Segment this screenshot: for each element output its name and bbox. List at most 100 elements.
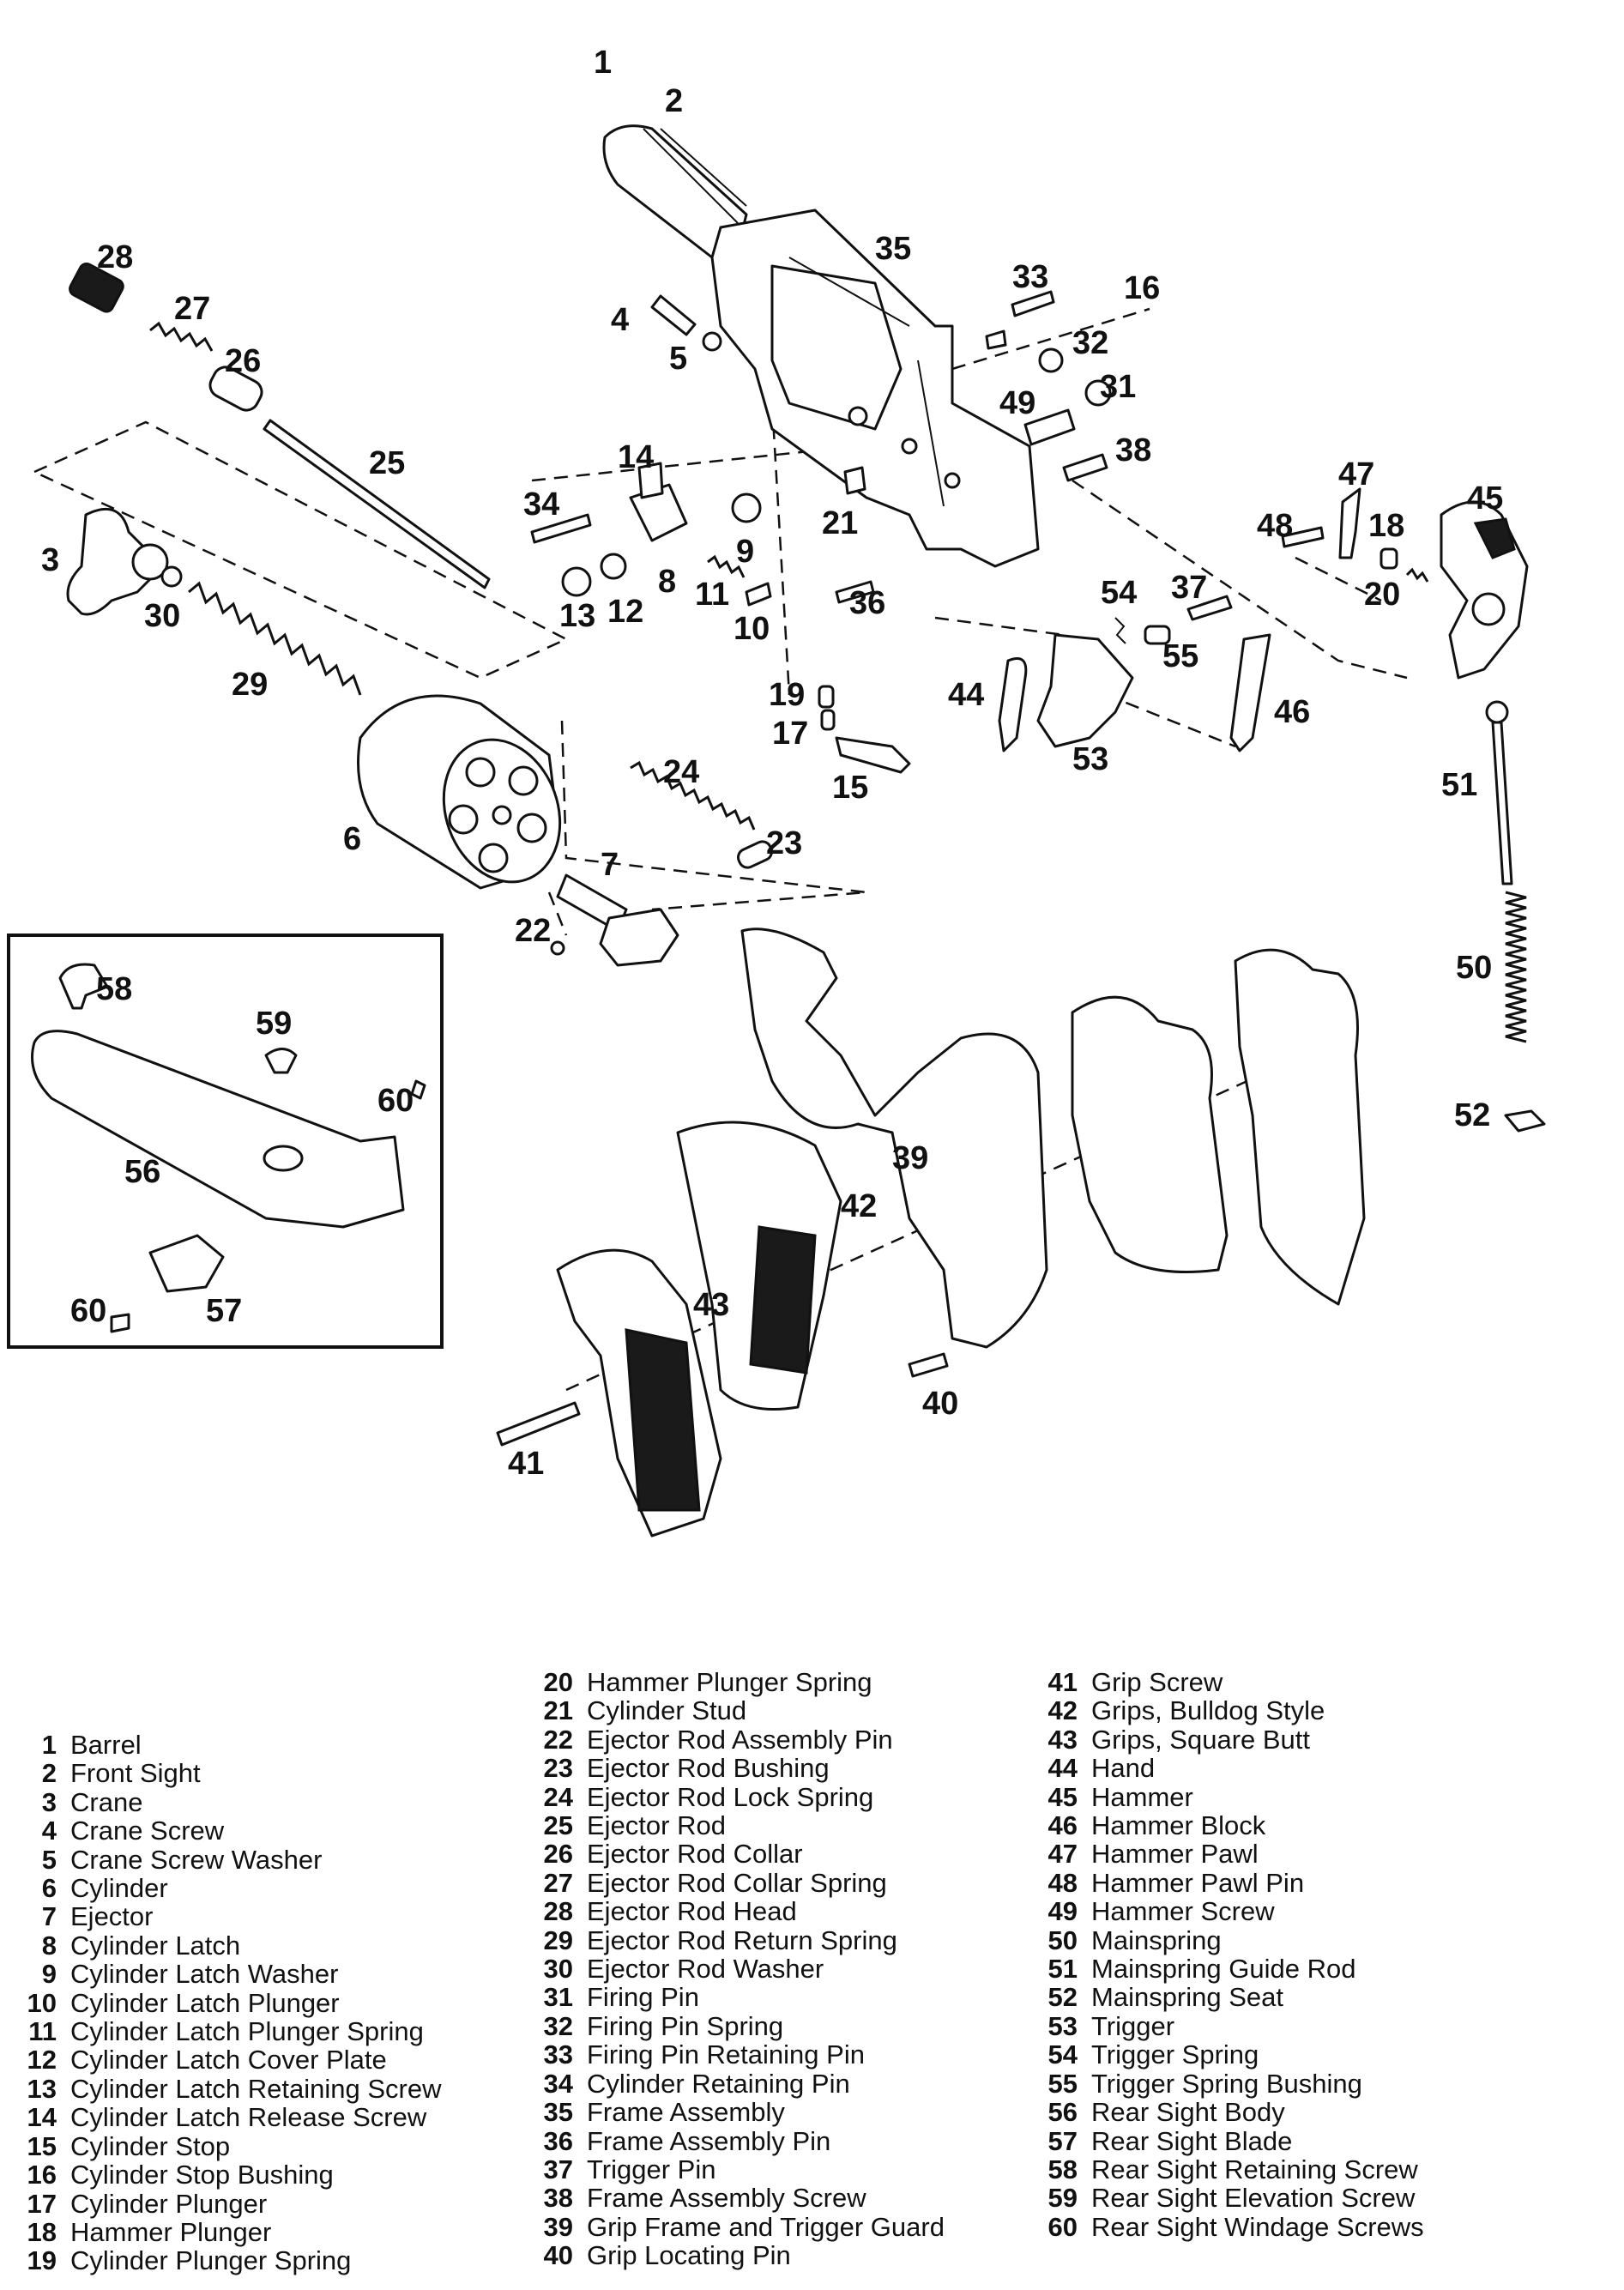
part-number: 58: [1047, 2154, 1078, 2184]
legend-row: 45 Hammer: [1036, 1781, 1424, 1812]
legend-row: 2 Front Sight: [15, 1758, 442, 1789]
part-name: Ejector: [70, 1901, 154, 1932]
callout: 51: [1441, 767, 1477, 803]
part-name: Trigger Spring: [1091, 2039, 1259, 2070]
part-number: 29: [543, 1924, 573, 1955]
callout: 17: [772, 716, 808, 752]
part-name: Cylinder Plunger Spring: [70, 2245, 352, 2276]
part-number: 7: [41, 1901, 57, 1932]
callout: 16: [1124, 270, 1160, 306]
ejector-rod-group: [69, 262, 491, 589]
callout: 20: [1364, 577, 1400, 613]
callout: 49: [999, 385, 1035, 421]
part-number: 51: [1047, 1954, 1078, 1985]
legend-row: 7 Ejector: [15, 1901, 442, 1932]
part-name: Rear Sight Body: [1091, 2097, 1285, 2128]
callout: 45: [1467, 480, 1503, 517]
part-name: Ejector Rod Lock Spring: [587, 1781, 874, 1812]
part-name: Hammer: [1091, 1781, 1193, 1812]
part-number: 13: [27, 2073, 57, 2104]
callout: 18: [1368, 508, 1404, 544]
part-number: 42: [1047, 1695, 1078, 1726]
callout: 52: [1454, 1097, 1490, 1133]
callout-numbers: 1 2 3 4 5 6 7 8 9 10 11 12 13 14 15 16 1…: [41, 45, 1503, 1482]
callout: 41: [508, 1446, 544, 1482]
part-number: 36: [543, 2125, 573, 2156]
part-name: Rear Sight Windage Screws: [1091, 2211, 1424, 2242]
part-number: 25: [543, 1810, 573, 1841]
legend-row: 46 Hammer Block: [1036, 1811, 1424, 1840]
part-number: 22: [543, 1724, 573, 1755]
legend-row: 55 Trigger Spring Bushing: [1036, 2069, 1424, 2098]
callout: 26: [225, 343, 261, 379]
part-number: 12: [27, 2045, 57, 2076]
part-number: 32: [543, 2010, 573, 2041]
part-name: Ejector Rod: [587, 1810, 726, 1841]
callout: 24: [663, 754, 699, 790]
part-number: 54: [1047, 2039, 1078, 2070]
part-number: 46: [1047, 1810, 1078, 1841]
part-name: Rear Sight Blade: [1091, 2125, 1293, 2156]
part-name: Front Sight: [70, 1758, 201, 1789]
part-number: 37: [543, 2154, 573, 2184]
callout: 5: [669, 341, 687, 377]
part-name: Cylinder Latch Plunger: [70, 1987, 340, 2018]
part-name: Frame Assembly Pin: [587, 2125, 831, 2156]
part-name: Firing Pin: [587, 1982, 699, 2013]
part-number: 19: [27, 2245, 57, 2276]
part-name: Grip Frame and Trigger Guard: [587, 2211, 945, 2242]
callout: 30: [144, 598, 180, 634]
grip-group: [496, 927, 1366, 1538]
legend-row: 60 Rear Sight Windage Screws: [1036, 2211, 1424, 2242]
part-number: 5: [41, 1844, 57, 1875]
callout: 32: [1072, 325, 1108, 361]
part-name: Hammer Plunger: [70, 2216, 272, 2247]
part-number: 16: [27, 2160, 57, 2190]
callout: 47: [1338, 456, 1374, 492]
callout: 50: [1456, 950, 1492, 986]
part-number: 56: [1047, 2097, 1078, 2128]
callout: 13: [559, 598, 595, 634]
callout: 23: [766, 825, 802, 861]
part-number: 2: [41, 1758, 57, 1789]
hammer-group: [1281, 487, 1529, 680]
part-number: 55: [1047, 2068, 1078, 2099]
part-name: Firing Pin Retaining Pin: [587, 2039, 865, 2070]
part-name: Cylinder Latch Cover Plate: [70, 2045, 387, 2076]
part-name: Mainspring: [1091, 1924, 1222, 1955]
legend-row: 5 Crane Screw Washer: [15, 1844, 442, 1875]
part-name: Ejector Rod Return Spring: [587, 1924, 897, 1955]
callout: 1: [594, 45, 612, 81]
callout: 34: [523, 486, 559, 523]
callout: 19: [769, 677, 805, 713]
callout: 44: [948, 677, 984, 713]
part-name: Trigger Spring Bushing: [1091, 2068, 1362, 2099]
part-name: Mainspring Seat: [1091, 1982, 1284, 2013]
part-number: 45: [1047, 1781, 1078, 1812]
rear-sight-inset: [7, 934, 444, 1349]
part-name: Crane Screw Washer: [70, 1844, 323, 1875]
callout: 53: [1072, 741, 1108, 777]
callout: 38: [1115, 432, 1151, 468]
part-number: 3: [41, 1786, 57, 1817]
part-name: Crane: [70, 1786, 143, 1817]
part-number: 60: [1047, 2211, 1078, 2242]
part-name: Hammer Block: [1091, 1810, 1266, 1841]
callout: 59: [256, 1006, 292, 1042]
